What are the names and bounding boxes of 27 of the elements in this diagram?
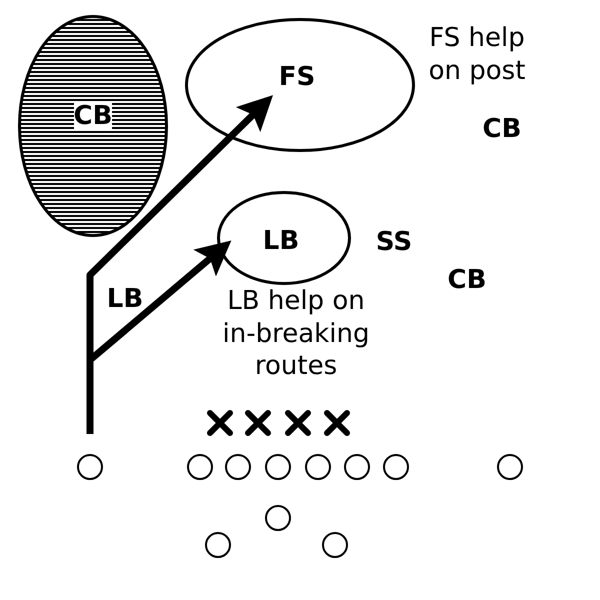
player-circle — [265, 505, 291, 531]
x-mark — [207, 410, 233, 436]
position-label: CB — [482, 113, 522, 146]
player-circle — [187, 454, 213, 480]
position-label: LB — [262, 226, 300, 256]
player-circle — [322, 532, 348, 558]
player-circle — [497, 454, 523, 480]
position-label: FS — [278, 62, 316, 92]
position-label: LB — [106, 283, 144, 316]
player-circle — [265, 454, 291, 480]
note-text: FS help on post — [428, 22, 526, 87]
player-circle — [383, 454, 409, 480]
position-label: SS — [374, 226, 414, 258]
x-mark — [285, 410, 311, 436]
zone-ellipse — [185, 18, 415, 152]
position-label: CB — [446, 264, 488, 296]
note-text: LB help on in-breaking routes — [222, 285, 370, 382]
player-circle — [305, 454, 331, 480]
zone-ellipse — [217, 191, 351, 285]
position-label: CB — [74, 102, 112, 130]
player-circle — [344, 454, 370, 480]
x-mark — [324, 410, 350, 436]
player-circle — [225, 454, 251, 480]
player-circle — [77, 454, 103, 480]
player-circle — [205, 532, 231, 558]
shaded-zone-ellipse — [18, 15, 168, 237]
x-mark — [245, 410, 271, 436]
